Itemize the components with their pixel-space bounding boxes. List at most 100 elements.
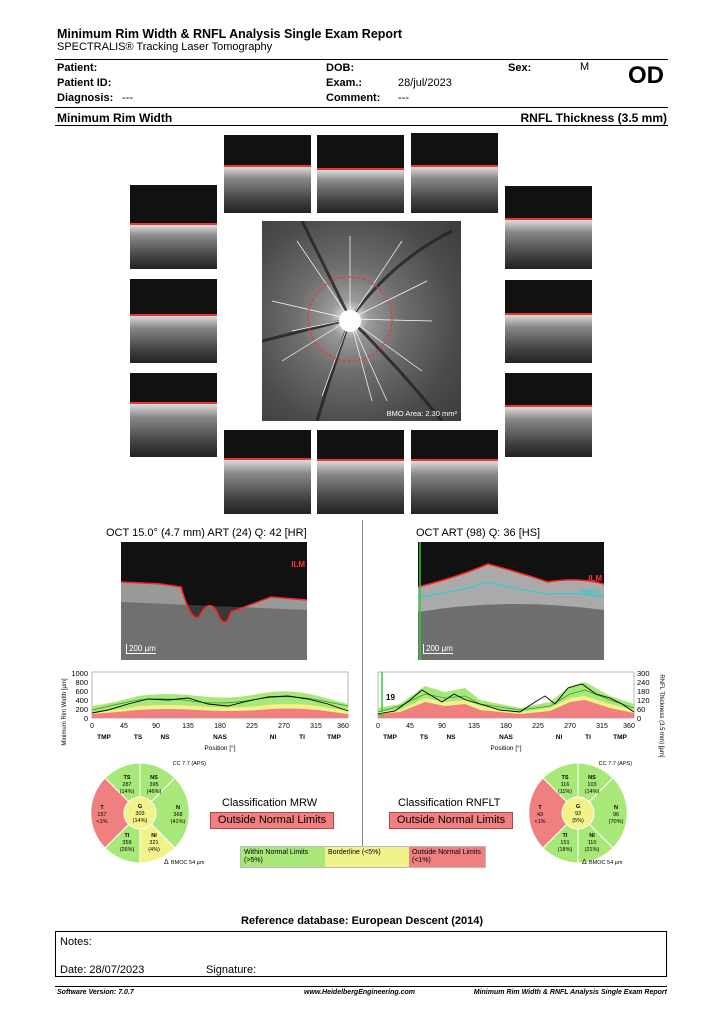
rnfl-ns-pct: (14%): [585, 789, 600, 795]
comment-value: ---: [398, 92, 409, 104]
rnfl-ns-value: 103: [587, 782, 596, 788]
report-title: Minimum Rim Width & RNFL Analysis Single…: [57, 27, 403, 41]
mrw-ti-label: TI: [125, 833, 130, 839]
oct-left-bscan[interactable]: ILM 200 µm: [121, 542, 307, 660]
oct-right-scale: 200 µm: [423, 644, 453, 654]
mrw-ns-value: 395: [149, 782, 158, 788]
rnfl-t-value: 43: [537, 812, 543, 818]
rnfl-ts-label: TS: [561, 775, 568, 781]
rnfl-ytick-120: 120: [637, 696, 650, 705]
rnfl-ns-label: NS: [588, 775, 596, 781]
reference-database: Reference database: European Descent (20…: [240, 915, 484, 927]
rnfl-xtick-270: 270: [564, 723, 576, 730]
patient-id-label: Patient ID:: [57, 77, 112, 89]
rnfl-graph-xlabel: Position [°]: [490, 744, 521, 752]
website-link[interactable]: www.HeidelbergEngineering.com: [304, 989, 415, 996]
mrw-outside-band: [92, 708, 348, 718]
mrw-t-pct: <1%: [96, 819, 107, 825]
oct-right-bscan[interactable]: ILM RNFL 200 µm: [418, 542, 604, 660]
radial-bscan-9[interactable]: [505, 373, 592, 457]
oct-left-header: OCT 15.0° (4.7 mm) ART (24) Q: 42 [HR]: [106, 527, 307, 539]
mrw-sector-pie: CC 7.7 (APS) TS 287 (14%) NS 395 (46%) T…: [90, 761, 206, 866]
rnfl-n-pct: (70%): [609, 819, 624, 825]
radial-bscan-12[interactable]: [411, 430, 498, 514]
patient-label: Patient:: [57, 62, 98, 74]
mrw-xtick-0: 0: [90, 723, 94, 730]
legend-outside: Outside Normal Limits (<1%): [409, 847, 485, 867]
rnfl-xtick-315: 315: [596, 723, 608, 730]
radial-bscan-7[interactable]: [505, 280, 592, 363]
radial-bscan-4[interactable]: [130, 185, 217, 269]
rnfl-ytick-180: 180: [637, 687, 650, 696]
rnfl-sector-tmp-end: TMP: [613, 734, 627, 741]
mrw-xtick-315: 315: [310, 723, 322, 730]
mrw-sector-tmp: TMP: [97, 734, 111, 741]
rnfl-sector-ts: TS: [420, 734, 429, 741]
header-divider: [55, 59, 668, 60]
rnfl-xtick-135: 135: [468, 723, 480, 730]
rnfl-sector-ns: NS: [446, 734, 456, 741]
radial-bscan-3[interactable]: [411, 133, 498, 213]
radial-bscan-1[interactable]: [224, 135, 311, 213]
notes-box[interactable]: Notes:: [55, 931, 667, 977]
mrw-sector-nas: NAS: [213, 734, 227, 741]
exam-date: 28/jul/2023: [398, 77, 452, 89]
rnfl-ti-value: 151: [560, 840, 569, 846]
oct-right-header: OCT ART (98) Q: 36 [HS]: [416, 527, 541, 539]
mrw-mean-line: [91, 696, 349, 711]
rnflt-classification-title: Classification RNFLT: [398, 797, 501, 809]
classification-legend: Within Normal Limits (>5%) Borderline (<…: [240, 846, 486, 868]
mrw-ni-label: NI: [151, 833, 157, 839]
rnfl-n-value: 96: [613, 812, 619, 818]
mrw-xtick-135: 135: [182, 723, 194, 730]
mrw-ytick-1000: 1000: [71, 669, 88, 678]
notes-label: Notes:: [60, 936, 92, 948]
radial-bscan-5[interactable]: [505, 186, 592, 269]
section-divider: [55, 125, 668, 126]
rnfl-graph-ylabel: RNFL Thickness (3.5 mm) [µm]: [658, 674, 664, 757]
rnfl-ytick-300: 300: [637, 669, 650, 678]
mrw-n-value: 368: [173, 812, 182, 818]
diagnosis-value: ---: [122, 92, 133, 104]
mrw-ytick-400: 400: [75, 696, 88, 705]
oct-left-ilm-label: ILM: [291, 560, 305, 569]
sex-label: Sex:: [508, 62, 532, 74]
fundus-overlay: [262, 221, 453, 421]
mrw-pie-g: [123, 796, 157, 830]
software-version: Software Version: 7.0.7: [57, 989, 134, 996]
mrw-xtick-225: 225: [246, 723, 258, 730]
rnfl-outside-band: [378, 700, 634, 718]
radial-bscan-8[interactable]: [130, 373, 217, 457]
rnfl-mean-line: [377, 689, 635, 713]
rnfl-delta-text: BMOC 54 µm: [589, 860, 623, 866]
radial-bscan-6[interactable]: [130, 279, 217, 363]
mrw-n-label: N: [176, 805, 180, 811]
mrw-ts-label: TS: [123, 775, 130, 781]
rnfl-xtick-45: 45: [406, 723, 414, 730]
mrw-n-pct: (41%): [171, 819, 186, 825]
mrw-patient-line: [91, 695, 349, 714]
rnfl-ti-label: TI: [563, 833, 568, 839]
rnfl-t-label: T: [538, 805, 542, 811]
radial-bscan-10[interactable]: [224, 430, 311, 514]
mrw-xtick-90: 90: [152, 723, 160, 730]
mrw-t-label: T: [100, 805, 104, 811]
dob-label: DOB:: [326, 62, 355, 74]
mrw-ytick-200: 200: [75, 705, 88, 714]
radial-bscan-11[interactable]: [317, 430, 404, 514]
exam-label: Exam.:: [326, 77, 363, 89]
mrw-ts-value: 287: [122, 782, 131, 788]
mrw-ti-value: 359: [122, 840, 131, 846]
mrw-sector-ts: TS: [134, 734, 143, 741]
mrw-pie-t: [90, 777, 141, 849]
mrw-delta-text: BMOC 54 µm: [171, 860, 205, 866]
mrw-graph-xlabel: Position [°]: [204, 744, 235, 752]
patient-divider: [55, 107, 668, 108]
mrw-ns-label: NS: [150, 775, 158, 781]
oct-right-ilm-label: ILM: [588, 574, 602, 583]
mrw-t-value: 157: [97, 812, 106, 818]
fundus-image[interactable]: BMO Area: 2.30 mm²: [262, 221, 461, 421]
oct-left-image: [121, 581, 307, 660]
radial-bscan-2[interactable]: [317, 135, 404, 213]
rnfl-patient-line: [377, 683, 635, 715]
